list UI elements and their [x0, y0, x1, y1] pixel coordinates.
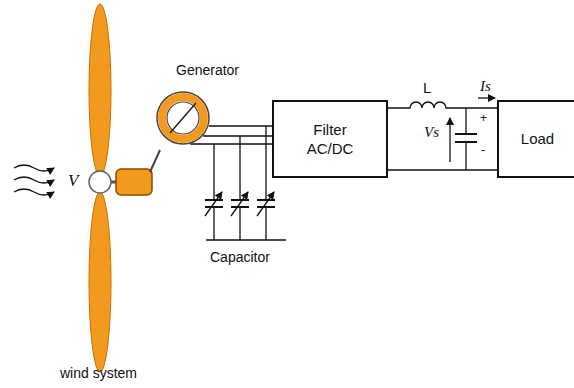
- inductor-label: L: [423, 80, 431, 97]
- polarity-sign: -: [481, 144, 485, 157]
- box-label: Filter AC/DC: [295, 120, 365, 159]
- polarity-sign: +: [480, 112, 487, 125]
- generator-symbol: Generator: [156, 91, 210, 145]
- voltage-label: Vs: [424, 124, 439, 141]
- system-caption: wind system: [60, 366, 137, 381]
- box-label: Load: [503, 129, 573, 149]
- current-label: Is: [480, 78, 491, 95]
- generator-label: Generator: [176, 61, 239, 79]
- wire-connector: [388, 102, 497, 108]
- box-text: Filter AC/DC: [295, 120, 365, 159]
- load-box: Load: [497, 100, 574, 178]
- generator-ring: [156, 91, 210, 145]
- filter-box: Filter AC/DC: [272, 100, 388, 178]
- box-text: Load: [503, 129, 573, 149]
- wind-speed-label: V: [68, 172, 78, 191]
- capacitor-label: Capacitor: [210, 250, 270, 265]
